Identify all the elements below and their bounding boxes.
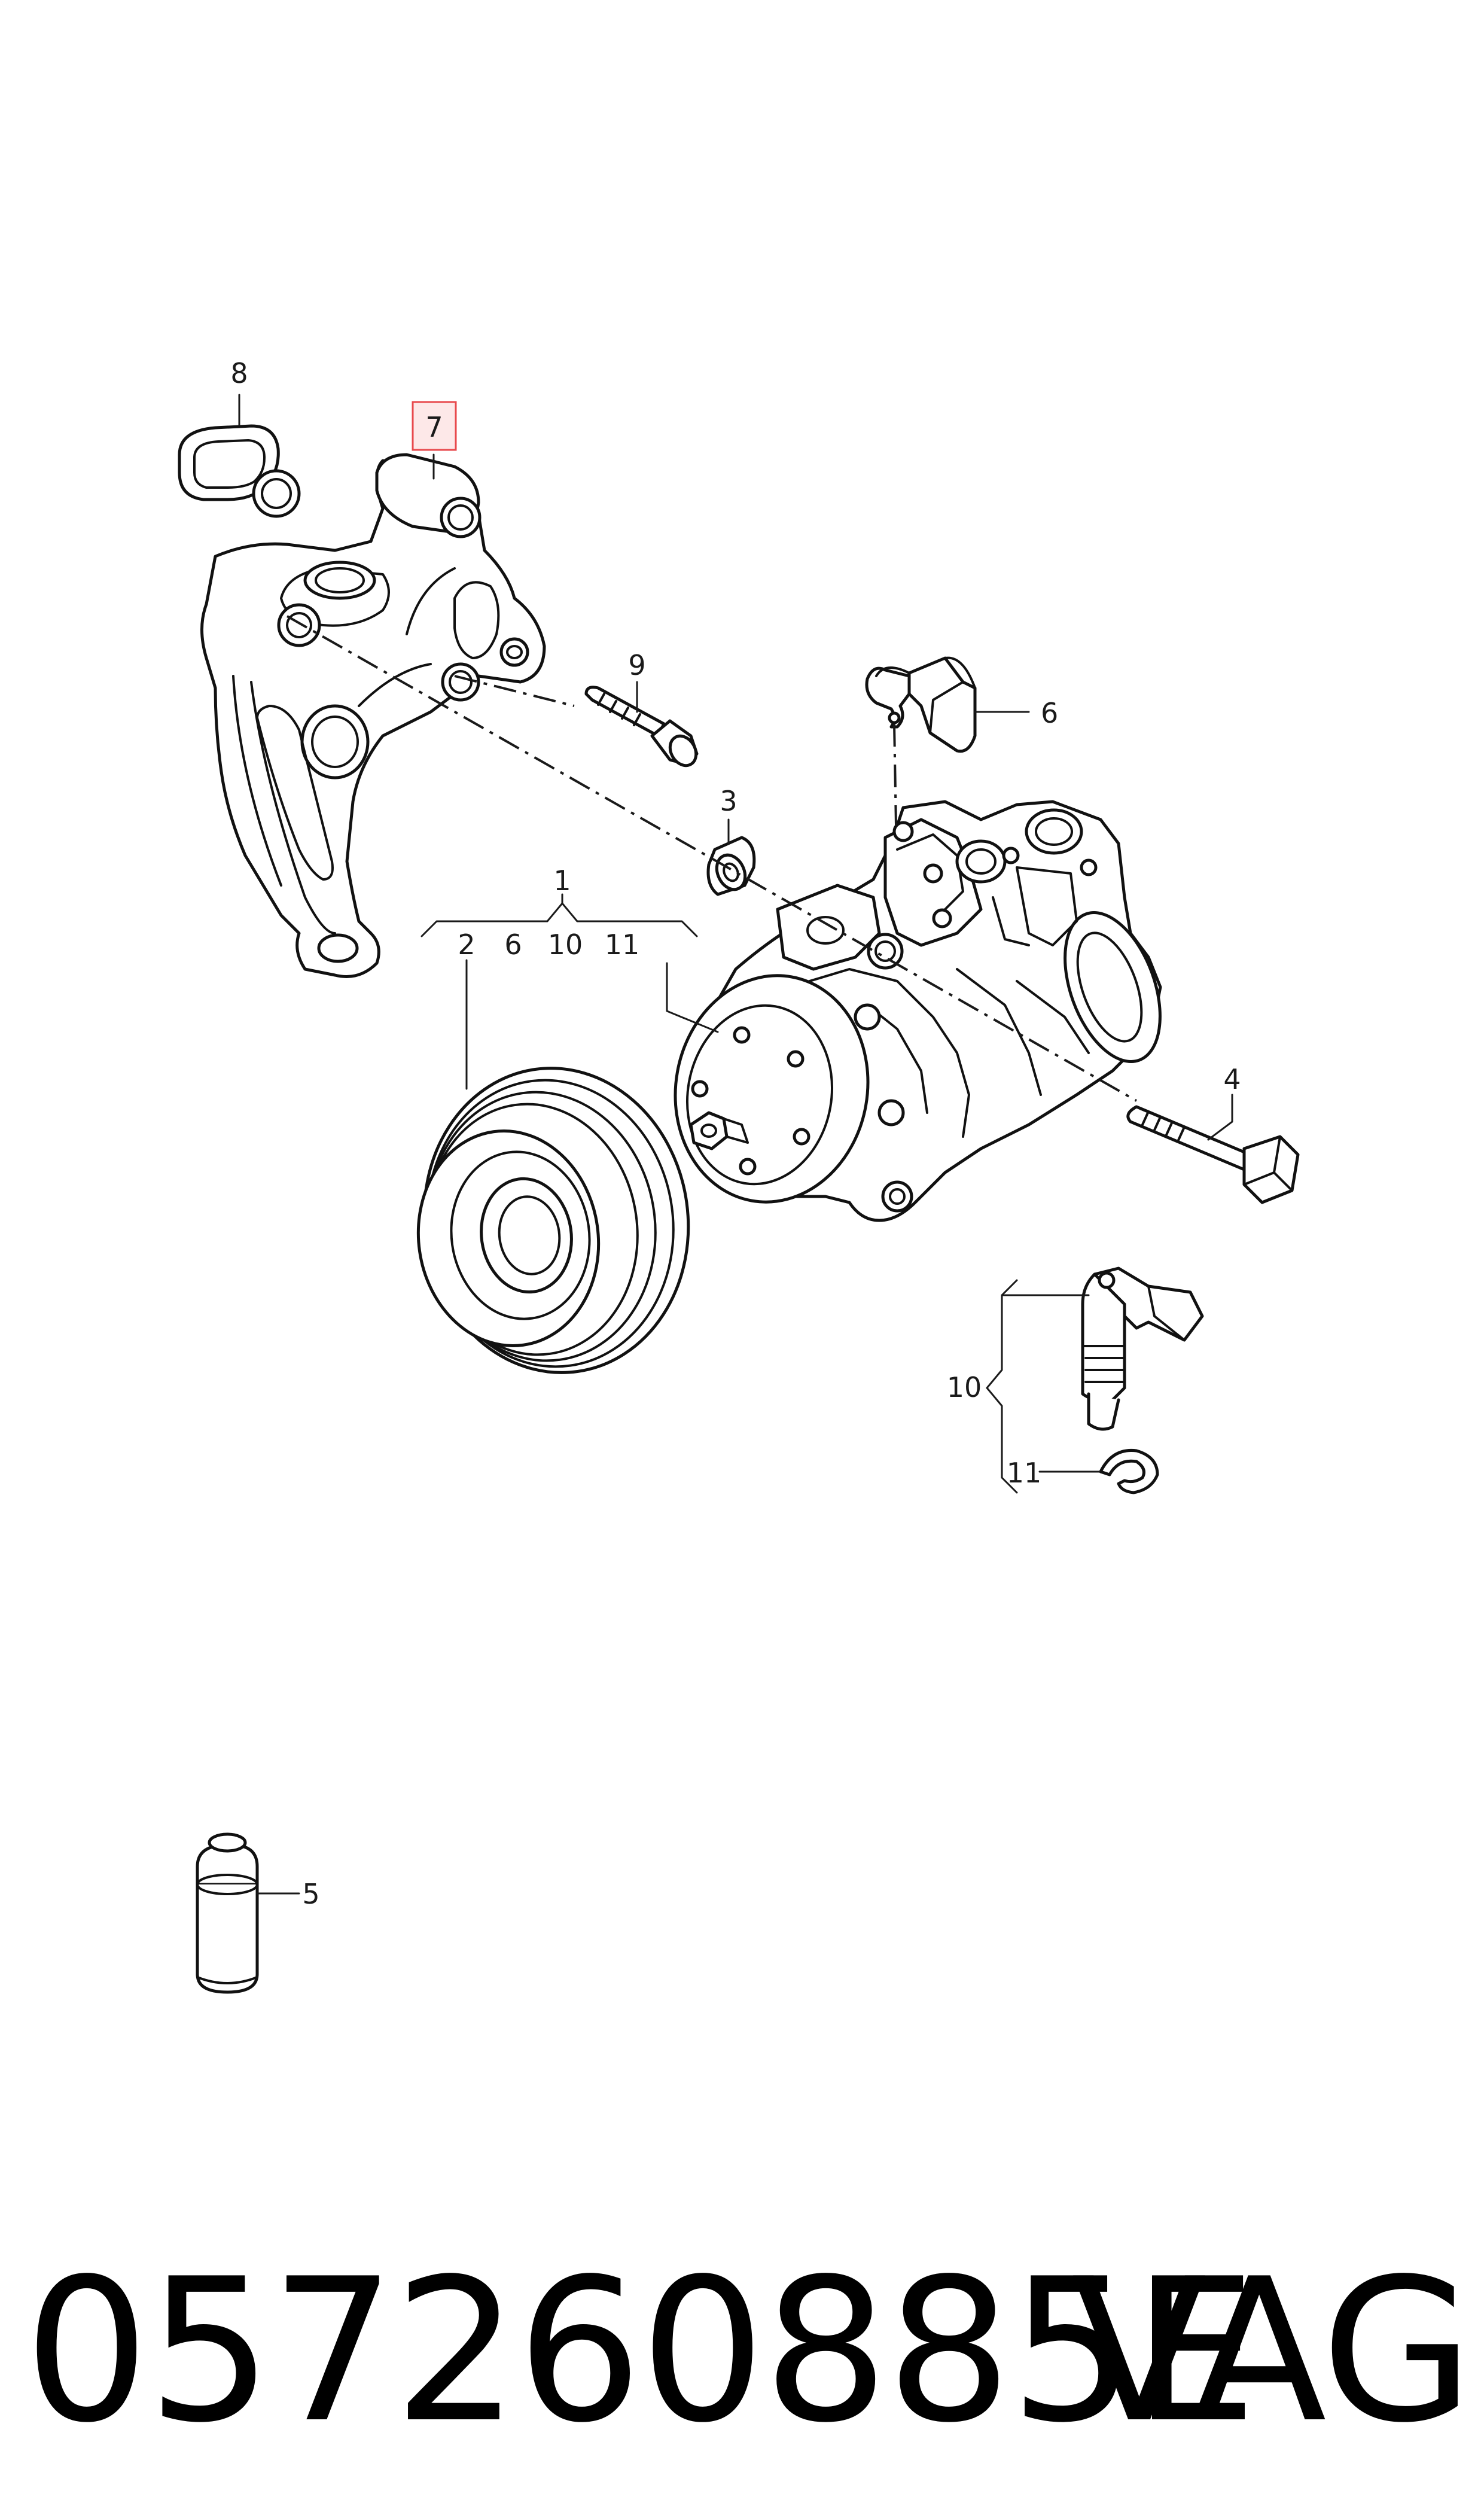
label-7: 7 <box>425 411 443 443</box>
bolt-part-9 <box>584 686 699 768</box>
highlight-box-7 <box>412 401 457 451</box>
long-bolt-part-4 <box>1126 1105 1300 1204</box>
label-5: 5 <box>302 1878 319 1910</box>
part-number: 057260885E <box>24 2236 1257 2466</box>
label-8: 8 <box>230 357 248 389</box>
bushing-part-3 <box>706 836 756 896</box>
label-9: 9 <box>628 649 645 681</box>
part-number-footer: 057260885E VAG <box>24 2231 1474 2471</box>
oil-bottle-part-5 <box>196 1832 259 1994</box>
label-group-6: 6 <box>504 928 522 961</box>
label-group-2: 2 <box>458 928 475 961</box>
bracket-part-7 <box>200 453 546 978</box>
label-3: 3 <box>720 785 737 817</box>
leader-lines <box>238 394 1233 1895</box>
label-group-11: 11 <box>605 928 640 961</box>
control-valve-part-10 <box>1081 1266 1204 1431</box>
centerline-bracket-to-compressor <box>287 615 1137 1102</box>
pressure-sensor-part-6 <box>865 656 977 753</box>
label-4: 4 <box>1223 1063 1241 1095</box>
centerline-upper <box>454 675 575 707</box>
label-1: 1 <box>553 864 571 897</box>
brand-name: VAG <box>1071 2236 1474 2466</box>
pulley-part-2 <box>416 1067 690 1374</box>
centerline-sensor <box>893 723 897 826</box>
seal-ring-part-8 <box>178 424 301 518</box>
label-6: 6 <box>1041 697 1058 729</box>
label-detail-11: 11 <box>1007 1457 1042 1489</box>
compressor-part-1 <box>674 800 1162 1222</box>
label-detail-10: 10 <box>947 1371 982 1403</box>
circlip-part-11 <box>1099 1448 1159 1494</box>
label-group-10: 10 <box>548 928 583 961</box>
